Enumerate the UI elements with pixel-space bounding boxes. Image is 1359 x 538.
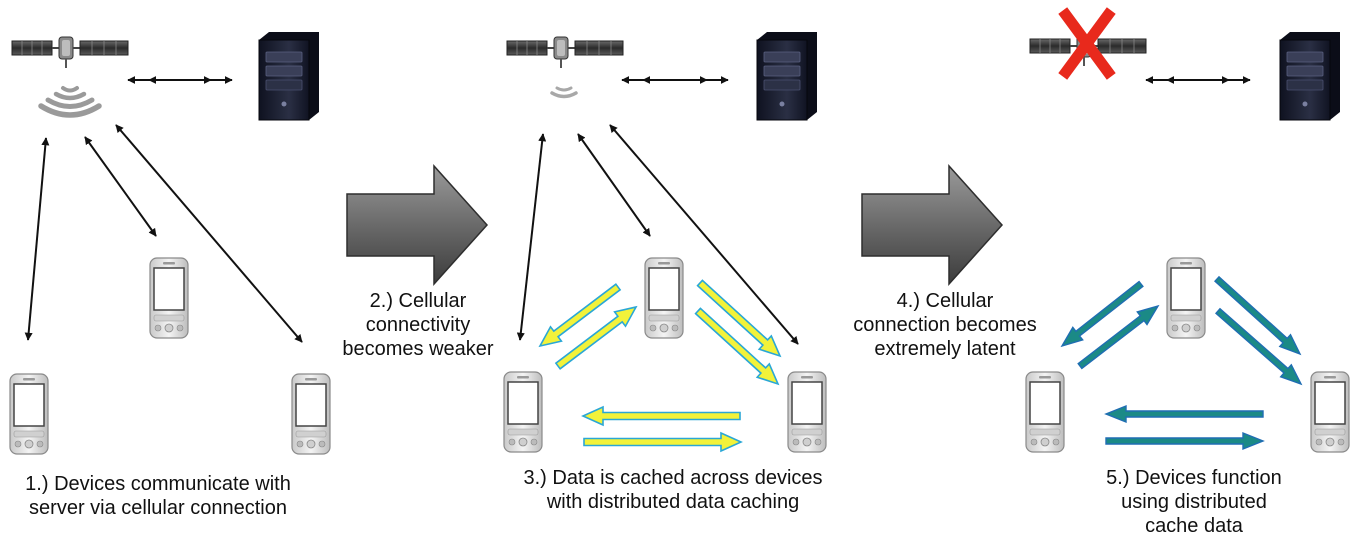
smartphone-icon	[503, 371, 543, 453]
caption-line: 5.) Devices function	[1106, 467, 1282, 489]
caption-line: 3.) Data is cached across devices	[523, 467, 823, 489]
cache-transfer-arrow	[1104, 404, 1264, 424]
smartphone-icon	[291, 373, 331, 455]
cache-transfer-arrow	[1060, 280, 1144, 348]
server-tower-icon	[1279, 31, 1341, 121]
transition-arrow-2	[861, 164, 1004, 286]
signal-waves-icon	[550, 86, 578, 99]
cache-transfer-arrow	[1214, 275, 1302, 356]
cellular-link-left	[24, 137, 50, 341]
caption-line: with distributed data caching	[546, 491, 800, 513]
caption-line: 4.) Cellular	[896, 290, 994, 312]
caption-line: cache data	[1145, 515, 1243, 537]
caption-step-4: 4.) Cellular connection becomes extremel…	[842, 289, 1048, 361]
smartphone-icon	[149, 257, 189, 339]
caption-line: using distributed	[1121, 491, 1267, 513]
stage-1	[9, 31, 331, 455]
stage-3	[1025, 7, 1350, 453]
cache-transfer-arrow	[696, 279, 782, 358]
transition-arrow-1	[346, 164, 489, 286]
smartphone-icon	[787, 371, 827, 453]
caption-step-2: 2.) Cellular connectivity becomes weaker	[325, 289, 511, 361]
cache-transfer-arrow	[1077, 304, 1160, 370]
caption-line: 1.) Devices communicate with	[25, 473, 291, 495]
caption-line: extremely latent	[874, 338, 1016, 360]
cache-transfer-arrow	[581, 405, 741, 427]
caption-step-3: 3.) Data is cached across devices with d…	[495, 466, 851, 514]
red-x-icon	[1058, 7, 1116, 80]
cache-transfer-arrow	[583, 431, 743, 453]
smartphone-icon	[1166, 257, 1206, 339]
stage-2	[503, 31, 827, 453]
cellular-link-right	[115, 124, 303, 343]
smartphone-icon	[1025, 371, 1065, 453]
cellular-link-middle	[84, 136, 157, 237]
server-tower-icon	[756, 31, 818, 121]
cache-transfer-arrow	[554, 305, 638, 370]
cellular-link-left	[516, 133, 547, 341]
smartphone-icon	[9, 373, 49, 455]
signal-waves-icon	[38, 86, 102, 118]
server-tower-icon	[258, 31, 320, 121]
caption-line: becomes weaker	[342, 338, 494, 360]
caption-step-5: 5.) Devices function using distributed c…	[1076, 466, 1312, 538]
caption-line: connectivity	[365, 314, 471, 336]
cache-transfer-arrows	[538, 279, 782, 453]
cellular-link-right	[609, 124, 799, 345]
cache-transfer-arrow	[538, 283, 622, 348]
smartphone-icon	[1310, 371, 1350, 453]
cache-transfer-arrow	[694, 307, 780, 386]
cache-transfer-arrow	[1215, 307, 1303, 386]
caption-line: server via cellular connection	[29, 497, 287, 519]
caption-step-1: 1.) Devices communicate with server via …	[0, 472, 316, 520]
caption-line: 2.) Cellular	[369, 290, 467, 312]
cellular-link-middle	[577, 133, 651, 237]
cache-transfer-arrows	[1060, 275, 1303, 451]
satellite-icon	[506, 36, 624, 69]
caption-line: connection becomes	[853, 314, 1037, 336]
satellite-icon	[11, 36, 129, 69]
smartphone-icon	[644, 257, 684, 339]
cache-transfer-arrow	[1105, 431, 1265, 451]
